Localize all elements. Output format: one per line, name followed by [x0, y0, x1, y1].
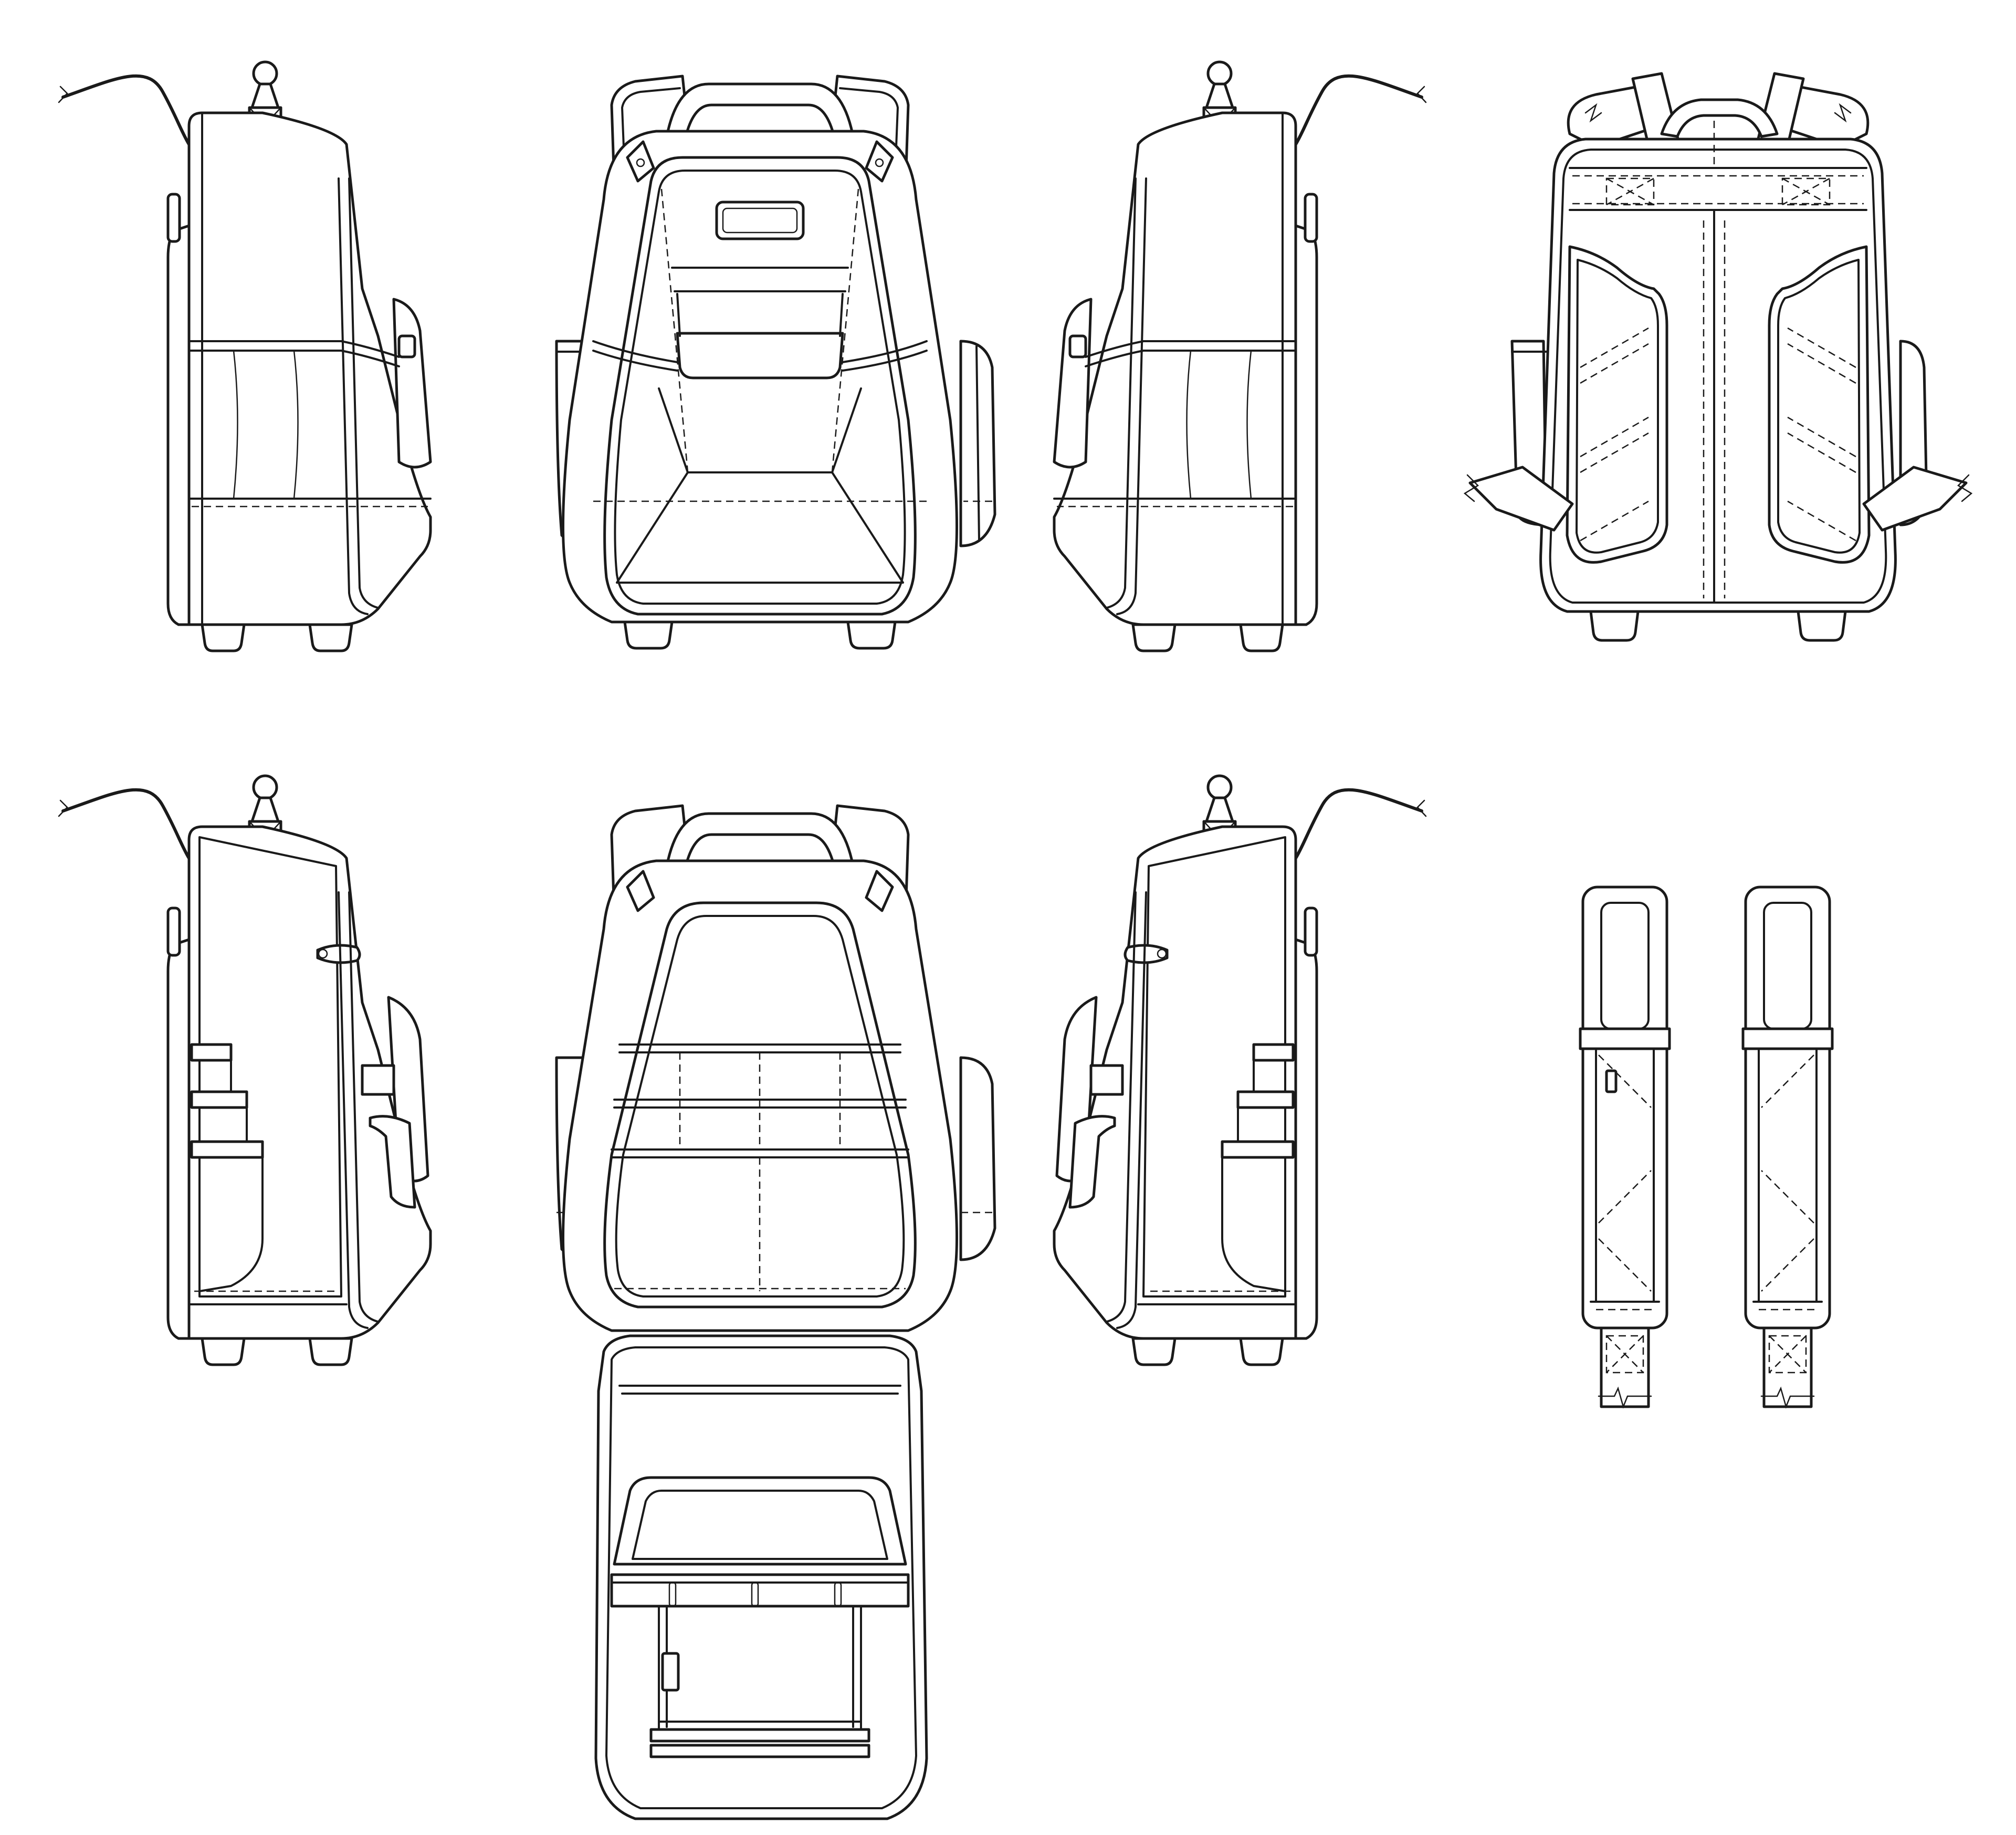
left-side-open-view: [59, 776, 430, 1365]
shoulder-straps-view: [1579, 885, 1834, 1409]
front-open-view: [555, 804, 996, 1820]
front-view: [556, 76, 995, 648]
right-side-open-view: [1054, 776, 1426, 1365]
right-side-view: [1054, 62, 1426, 651]
back-view: [1465, 73, 1971, 640]
left-side-view: [59, 62, 430, 651]
